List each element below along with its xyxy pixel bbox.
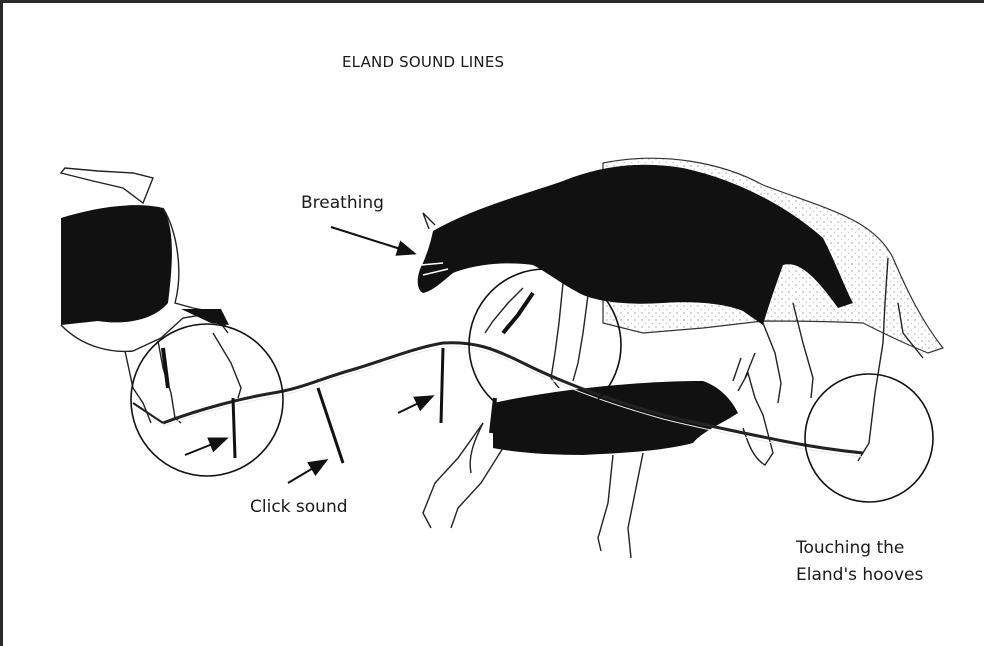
circle-left-hooves (131, 324, 283, 476)
label-touching-line1: Touching the (796, 535, 976, 562)
label-breathing: Breathing (301, 193, 384, 213)
lower-eland (423, 353, 773, 558)
label-touching-line2: Eland's hooves (796, 562, 976, 589)
left-eland (61, 168, 241, 423)
arrow-left-hoof (185, 439, 225, 455)
diagram-title: ELAND SOUND LINES (342, 53, 504, 71)
label-touching-hooves: Touching the Eland's hooves (796, 535, 976, 589)
label-click-sound: Click sound (250, 497, 348, 517)
arrow-breathing (331, 227, 413, 253)
arrow-click-sound (288, 461, 325, 483)
arrow-center-line (398, 397, 431, 413)
